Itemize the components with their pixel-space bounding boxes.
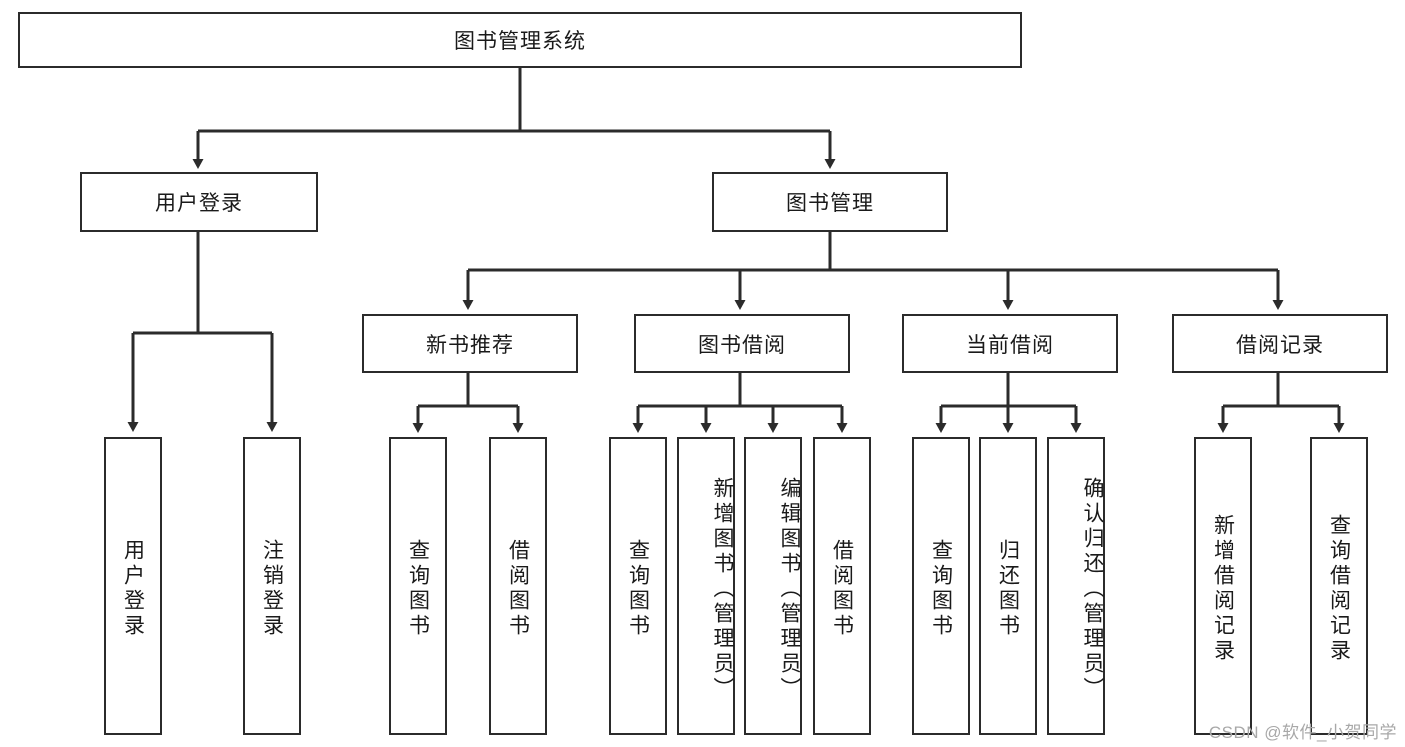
leaf-add-record[interactable]: 新增借阅记录 <box>1194 437 1252 735</box>
leaf-query-book-1[interactable]: 查询图书 <box>389 437 447 735</box>
node-new-book-recommend[interactable]: 新书推荐 <box>362 314 578 373</box>
node-book-borrow-label: 图书借阅 <box>698 333 786 357</box>
leaf-query-record-label: 查询借阅记录 <box>1327 514 1351 664</box>
leaf-borrow-book-1[interactable]: 借阅图书 <box>489 437 547 735</box>
node-book-management-label: 图书管理 <box>786 192 874 215</box>
node-new-book-recommend-label: 新书推荐 <box>426 333 514 357</box>
node-user-login-label: 用户登录 <box>155 192 243 215</box>
leaf-return-book-label: 归还图书 <box>996 539 1020 639</box>
leaf-query-book-2[interactable]: 查询图书 <box>609 437 667 735</box>
node-borrow-record[interactable]: 借阅记录 <box>1172 314 1388 373</box>
leaf-add-book-label: 新增图书（管理员） <box>711 476 734 702</box>
leaf-query-book-3-label: 查询图书 <box>929 539 953 639</box>
leaf-logout-label: 注销登录 <box>260 539 284 639</box>
node-borrow-record-label: 借阅记录 <box>1236 333 1324 357</box>
leaf-add-book[interactable]: 新增图书（管理员） <box>677 437 735 735</box>
node-book-borrow[interactable]: 图书借阅 <box>634 314 850 373</box>
leaf-user-login-label: 用户登录 <box>121 539 145 639</box>
leaf-edit-book[interactable]: 编辑图书（管理员） <box>744 437 802 735</box>
leaf-add-record-label: 新增借阅记录 <box>1211 514 1235 664</box>
leaf-user-login[interactable]: 用户登录 <box>104 437 162 735</box>
leaf-query-book-1-label: 查询图书 <box>406 539 430 639</box>
leaf-edit-book-label: 编辑图书（管理员） <box>778 476 801 702</box>
leaf-query-book-2-label: 查询图书 <box>626 539 650 639</box>
node-current-borrow-label: 当前借阅 <box>966 333 1054 357</box>
leaf-return-book[interactable]: 归还图书 <box>979 437 1037 735</box>
node-user-login[interactable]: 用户登录 <box>80 172 318 232</box>
watermark: CSDN @软件_小贺同学 <box>1208 723 1397 742</box>
leaf-logout[interactable]: 注销登录 <box>243 437 301 735</box>
leaf-confirm-return-label: 确认归还（管理员） <box>1081 476 1104 702</box>
leaf-query-book-3[interactable]: 查询图书 <box>912 437 970 735</box>
leaf-borrow-book-1-label: 借阅图书 <box>506 539 530 639</box>
leaf-query-record[interactable]: 查询借阅记录 <box>1310 437 1368 735</box>
leaf-borrow-book-2[interactable]: 借阅图书 <box>813 437 871 735</box>
leaf-confirm-return[interactable]: 确认归还（管理员） <box>1047 437 1105 735</box>
node-book-management[interactable]: 图书管理 <box>712 172 948 232</box>
leaf-borrow-book-2-label: 借阅图书 <box>830 539 854 639</box>
node-current-borrow[interactable]: 当前借阅 <box>902 314 1118 373</box>
node-root[interactable]: 图书管理系统 <box>18 12 1022 68</box>
node-root-label: 图书管理系统 <box>454 30 586 53</box>
